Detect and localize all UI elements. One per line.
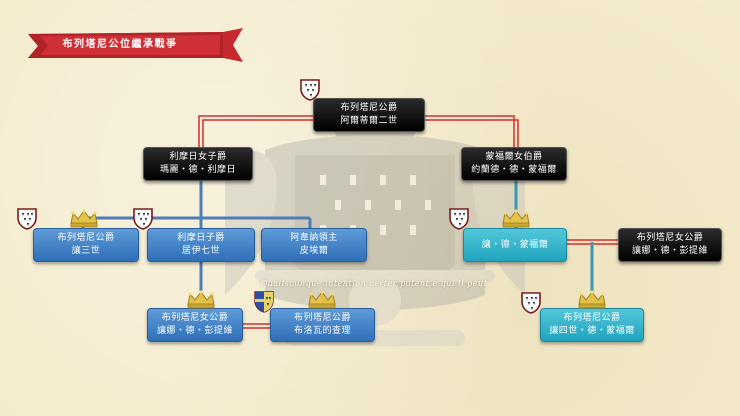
node-label: 蒙福爾女伯爵 <box>485 152 543 162</box>
node-label: 讓娜・德・彭提維 <box>631 246 708 256</box>
node-joan-penthievre[interactable]: 布列塔尼女公爵 讓娜・德・彭提維 <box>147 308 243 342</box>
node-label: 布列塔尼女公爵 <box>161 313 229 323</box>
node-label: 利摩日子爵 <box>177 233 225 243</box>
node-yolande-de-montfort[interactable]: 蒙福爾女伯爵 約蘭德・德・蒙福爾 <box>461 147 567 181</box>
node-duke-arthur-ii[interactable]: 布列塔尼公爵 阿爾蒂爾二世 <box>313 98 425 132</box>
node-label: 讓・德・蒙福爾 <box>481 239 549 250</box>
diagram-title: 布列塔尼公位繼承戰爭 <box>62 39 178 50</box>
crown-icon <box>187 290 215 309</box>
node-john-iv[interactable]: 布列塔尼公爵 讓四世・德・蒙福爾 <box>540 308 644 342</box>
node-label: 布列塔尼公爵 <box>340 103 398 113</box>
motto-text: Qualiscunque intention certer potent e q… <box>260 279 488 288</box>
crown-icon <box>308 290 336 309</box>
node-label: 讓四世・德・蒙福爾 <box>549 326 635 336</box>
crown-icon <box>578 290 606 309</box>
ermine-shield-icon <box>133 208 153 230</box>
node-pierre-avaugour[interactable]: 阿韋訥領主 皮埃爾 <box>261 228 367 262</box>
node-marie-de-limoges[interactable]: 利摩日女子爵 瑪麗・德・利摩日 <box>143 147 253 181</box>
node-label: 布列塔尼公爵 <box>563 313 621 323</box>
title-banner <box>28 28 243 62</box>
ermine-shield-icon <box>521 292 541 314</box>
node-label: 布列塔尼公爵 <box>57 233 115 243</box>
node-john-iii[interactable]: 布列塔尼公爵 讓三世 <box>33 228 139 262</box>
node-label: 布洛瓦的查理 <box>293 326 351 336</box>
node-charles-de-blois[interactable]: 布列塔尼公爵 布洛瓦的查理 <box>270 308 375 342</box>
node-label: 布列塔尼公爵 <box>293 313 351 323</box>
node-label: 讓娜・德・彭提維 <box>156 326 233 336</box>
node-jean-de-montfort[interactable]: 讓・德・蒙福爾 <box>463 228 567 262</box>
crown-icon <box>502 209 530 228</box>
node-label: 約蘭德・德・蒙福爾 <box>471 165 557 175</box>
ermine-shield-icon <box>449 208 469 230</box>
node-label: 居伊七世 <box>181 246 220 256</box>
ermine-shield-icon <box>17 208 37 230</box>
node-label: 阿韋訥領主 <box>290 233 338 243</box>
node-label: 阿爾蒂爾二世 <box>340 116 398 126</box>
node-label: 利摩日女子爵 <box>169 152 227 162</box>
crown-icon <box>70 209 98 228</box>
blois-shield-icon <box>254 291 274 313</box>
node-label: 皮埃爾 <box>299 246 329 256</box>
node-label: 布列塔尼女公爵 <box>636 233 704 243</box>
node-label: 讓三世 <box>71 246 101 256</box>
ermine-shield-icon <box>300 79 320 101</box>
node-joan-penthievre-right[interactable]: 布列塔尼女公爵 讓娜・德・彭提維 <box>618 228 722 262</box>
node-label: 瑪麗・德・利摩日 <box>159 165 236 175</box>
node-guy-vii[interactable]: 利摩日子爵 居伊七世 <box>147 228 255 262</box>
